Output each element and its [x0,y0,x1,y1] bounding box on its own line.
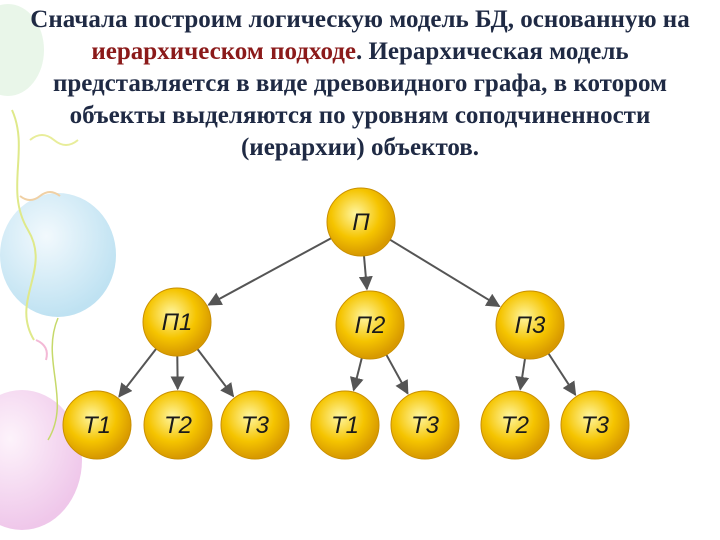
node-label: Т2 [164,412,192,439]
node-circle [326,187,396,257]
node-label: П2 [355,312,386,339]
node-label: П3 [515,312,546,339]
node-label: П [352,209,370,236]
intro-text-start: Сначала построим логическую модель БД, о… [30,6,690,33]
node-circle [62,390,132,460]
node-circle [143,390,213,460]
node-label: Т2 [501,412,529,439]
node-circle [480,390,550,460]
node-circle [220,390,290,460]
edge-p3-to-p3-t2 [515,358,530,391]
edge-root-to-p3 [389,238,501,308]
node-p1-t3: Т3 [220,390,290,460]
node-p1-t1: Т1 [62,390,132,460]
node-p1-t2: Т2 [143,390,213,460]
node-label: Т1 [83,412,111,439]
node-circle [495,290,565,360]
node-p2: П2 [335,290,405,360]
node-circle [560,390,630,460]
node-circle [335,290,405,360]
intro-text-end: . Иерархическая модель представляется в … [52,38,668,161]
node-p3: П3 [495,290,565,360]
node-p3-t2: Т2 [480,390,550,460]
edge-p3-to-p3-t3 [547,352,577,396]
intro-paragraph: Сначала построим логическую модель БД, о… [6,4,714,164]
node-label: Т3 [241,412,270,439]
node-label: Т1 [331,412,359,439]
node-root: П [326,187,396,257]
node-circle [310,390,380,460]
node-circle [142,287,212,357]
hierarchical-approach-highlight: иерархическом подходе [91,38,356,65]
node-p1: П1 [142,287,212,357]
node-p3-t3: Т3 [560,390,630,460]
edge-p1-to-p1-t3 [196,348,235,398]
edge-p1-to-p1-t1 [118,348,157,398]
edge-p2-to-p2-t1 [349,357,364,392]
edge-root-to-p2 [358,255,373,291]
node-label: Т3 [581,412,610,439]
node-p2-t3: Т3 [390,390,460,460]
node-p2-t1: Т1 [310,390,380,460]
node-label: Т3 [411,412,440,439]
node-label: П1 [162,309,193,336]
edge-root-to-p1 [207,237,332,306]
node-circle [390,390,460,460]
edge-p2-to-p2-t3 [385,354,409,395]
tree-edges [118,237,577,398]
